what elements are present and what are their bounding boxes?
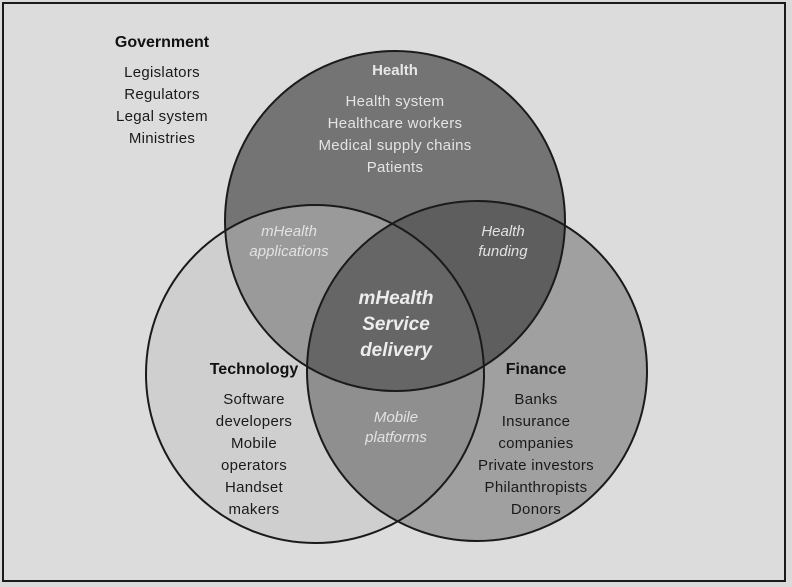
center-label: mHealth	[358, 288, 434, 309]
overlap-center: mHealth Service delivery	[359, 286, 434, 364]
technology-item: makers	[228, 501, 280, 518]
overlap-label: mHealth	[261, 223, 317, 240]
technology-item: Mobile	[231, 435, 277, 452]
finance-group: Finance Banks Insurance companies Privat…	[478, 361, 594, 521]
technology-item: Handset	[225, 479, 283, 496]
overlap-health-finance: Health funding	[478, 222, 527, 262]
government-item: Ministries	[128, 130, 196, 147]
finance-item: Philanthropists	[484, 479, 588, 496]
health-item: Health system	[345, 93, 445, 110]
finance-item: Banks	[514, 391, 558, 408]
government-item: Legislators	[124, 64, 200, 81]
finance-title: Finance	[505, 361, 567, 378]
technology-title: Technology	[209, 361, 299, 378]
health-title: Health	[372, 62, 418, 79]
technology-group: Technology Software developers Mobile op…	[210, 361, 299, 521]
government-item: Regulators	[124, 86, 200, 103]
center-label: Service	[362, 314, 430, 335]
overlap-label: Health	[481, 223, 525, 240]
overlap-label: Mobile	[373, 409, 419, 426]
technology-item: Software	[223, 391, 285, 408]
government-title: Government	[114, 34, 210, 51]
overlap-label: applications	[249, 243, 329, 260]
finance-item: Private investors	[478, 457, 594, 474]
center-label: delivery	[360, 340, 432, 361]
health-item: Healthcare workers	[327, 115, 463, 132]
government-group: Government Legislators Regulators Legal …	[115, 34, 209, 150]
overlap-label: funding	[478, 243, 528, 260]
health-item: Medical supply chains	[318, 137, 472, 154]
overlap-technology-finance: Mobile platforms	[365, 408, 427, 448]
health-group: Health Health system Healthcare workers …	[318, 62, 471, 179]
government-item: Legal system	[116, 108, 208, 125]
overlap-label: platforms	[365, 429, 427, 446]
overlap-health-technology: mHealth applications	[249, 222, 328, 262]
technology-item: operators	[220, 457, 288, 474]
finance-item: Insurance	[501, 413, 571, 430]
finance-item: companies	[498, 435, 574, 452]
finance-item: Donors	[510, 501, 562, 518]
technology-item: developers	[215, 413, 293, 430]
health-item: Patients	[366, 159, 424, 176]
